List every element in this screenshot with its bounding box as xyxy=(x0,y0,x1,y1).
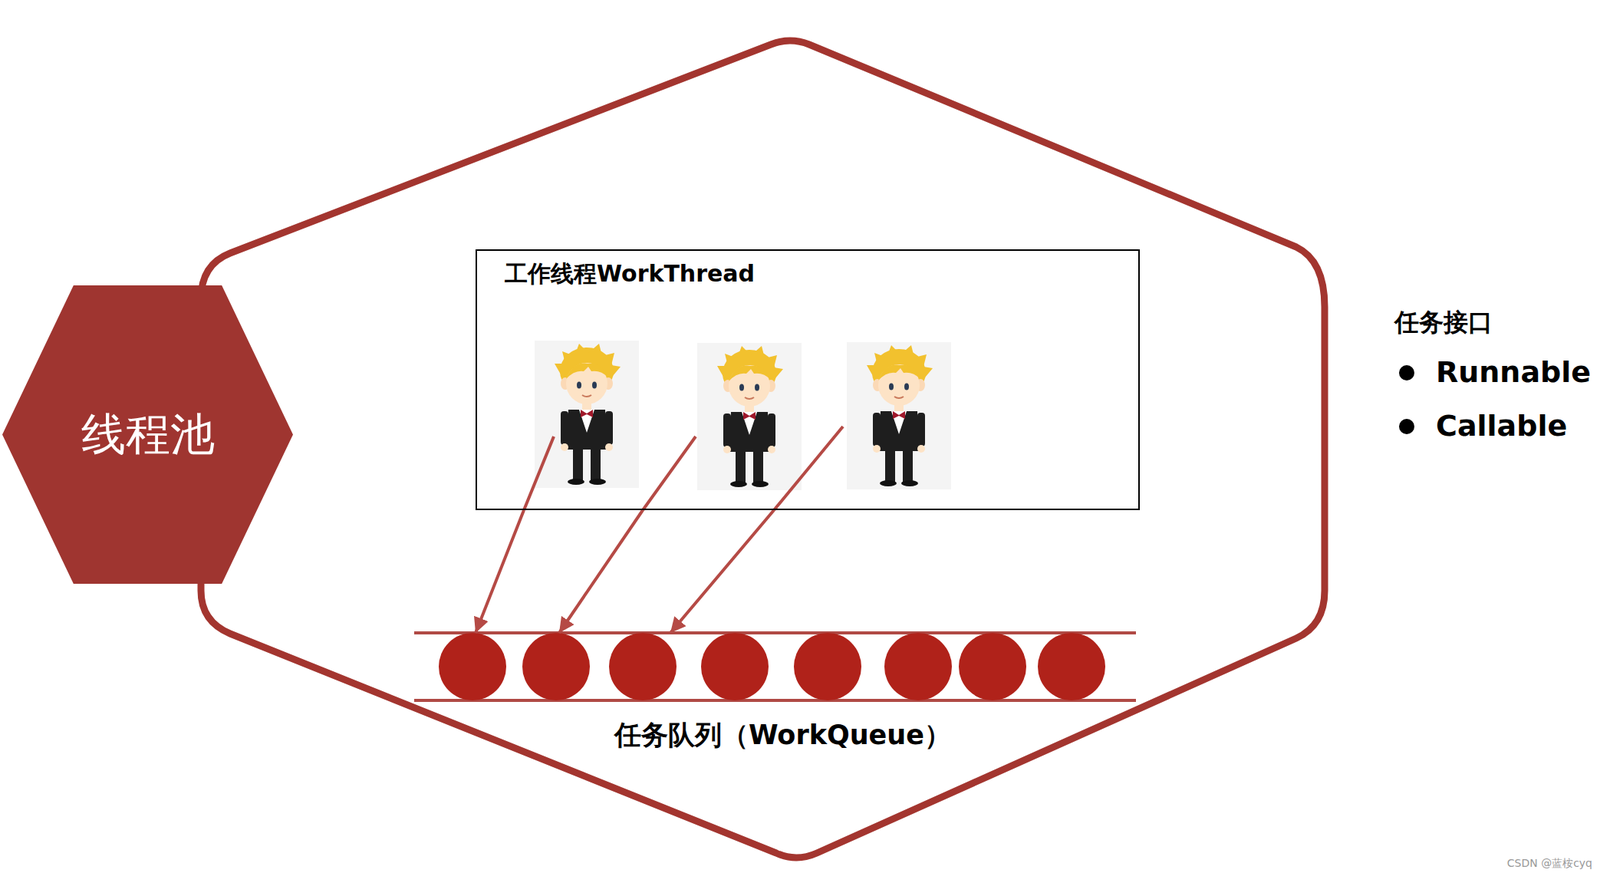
task-arrow xyxy=(475,510,524,633)
node-label: 任务队列（WorkQueue） xyxy=(414,718,1152,751)
watermark: CSDN @蓝桉cyq xyxy=(1507,856,1593,870)
queue-node: 任务队列（WorkQueue） xyxy=(414,632,1152,764)
pool-hexagon: 线程池 xyxy=(2,285,294,584)
bullet-dots xyxy=(1399,365,1415,435)
interface-heading: 任务接口 xyxy=(1394,307,1493,337)
worker-box: 工作线程WorkThread xyxy=(475,249,1140,511)
interface-item: Callable xyxy=(1435,408,1568,445)
worker-figure xyxy=(846,342,952,490)
interface-item: Runnable xyxy=(1435,355,1591,391)
task-arrow xyxy=(559,510,643,633)
node-label: 线程池 xyxy=(81,408,215,462)
worker-figure xyxy=(697,342,802,491)
node-label: 工作线程WorkThread xyxy=(504,260,1139,288)
queue-band xyxy=(414,632,1136,701)
worker-figure xyxy=(534,340,639,488)
worker-arrow-stubs xyxy=(523,426,843,511)
pool-outline xyxy=(200,40,1325,858)
task-arrow xyxy=(670,510,774,633)
